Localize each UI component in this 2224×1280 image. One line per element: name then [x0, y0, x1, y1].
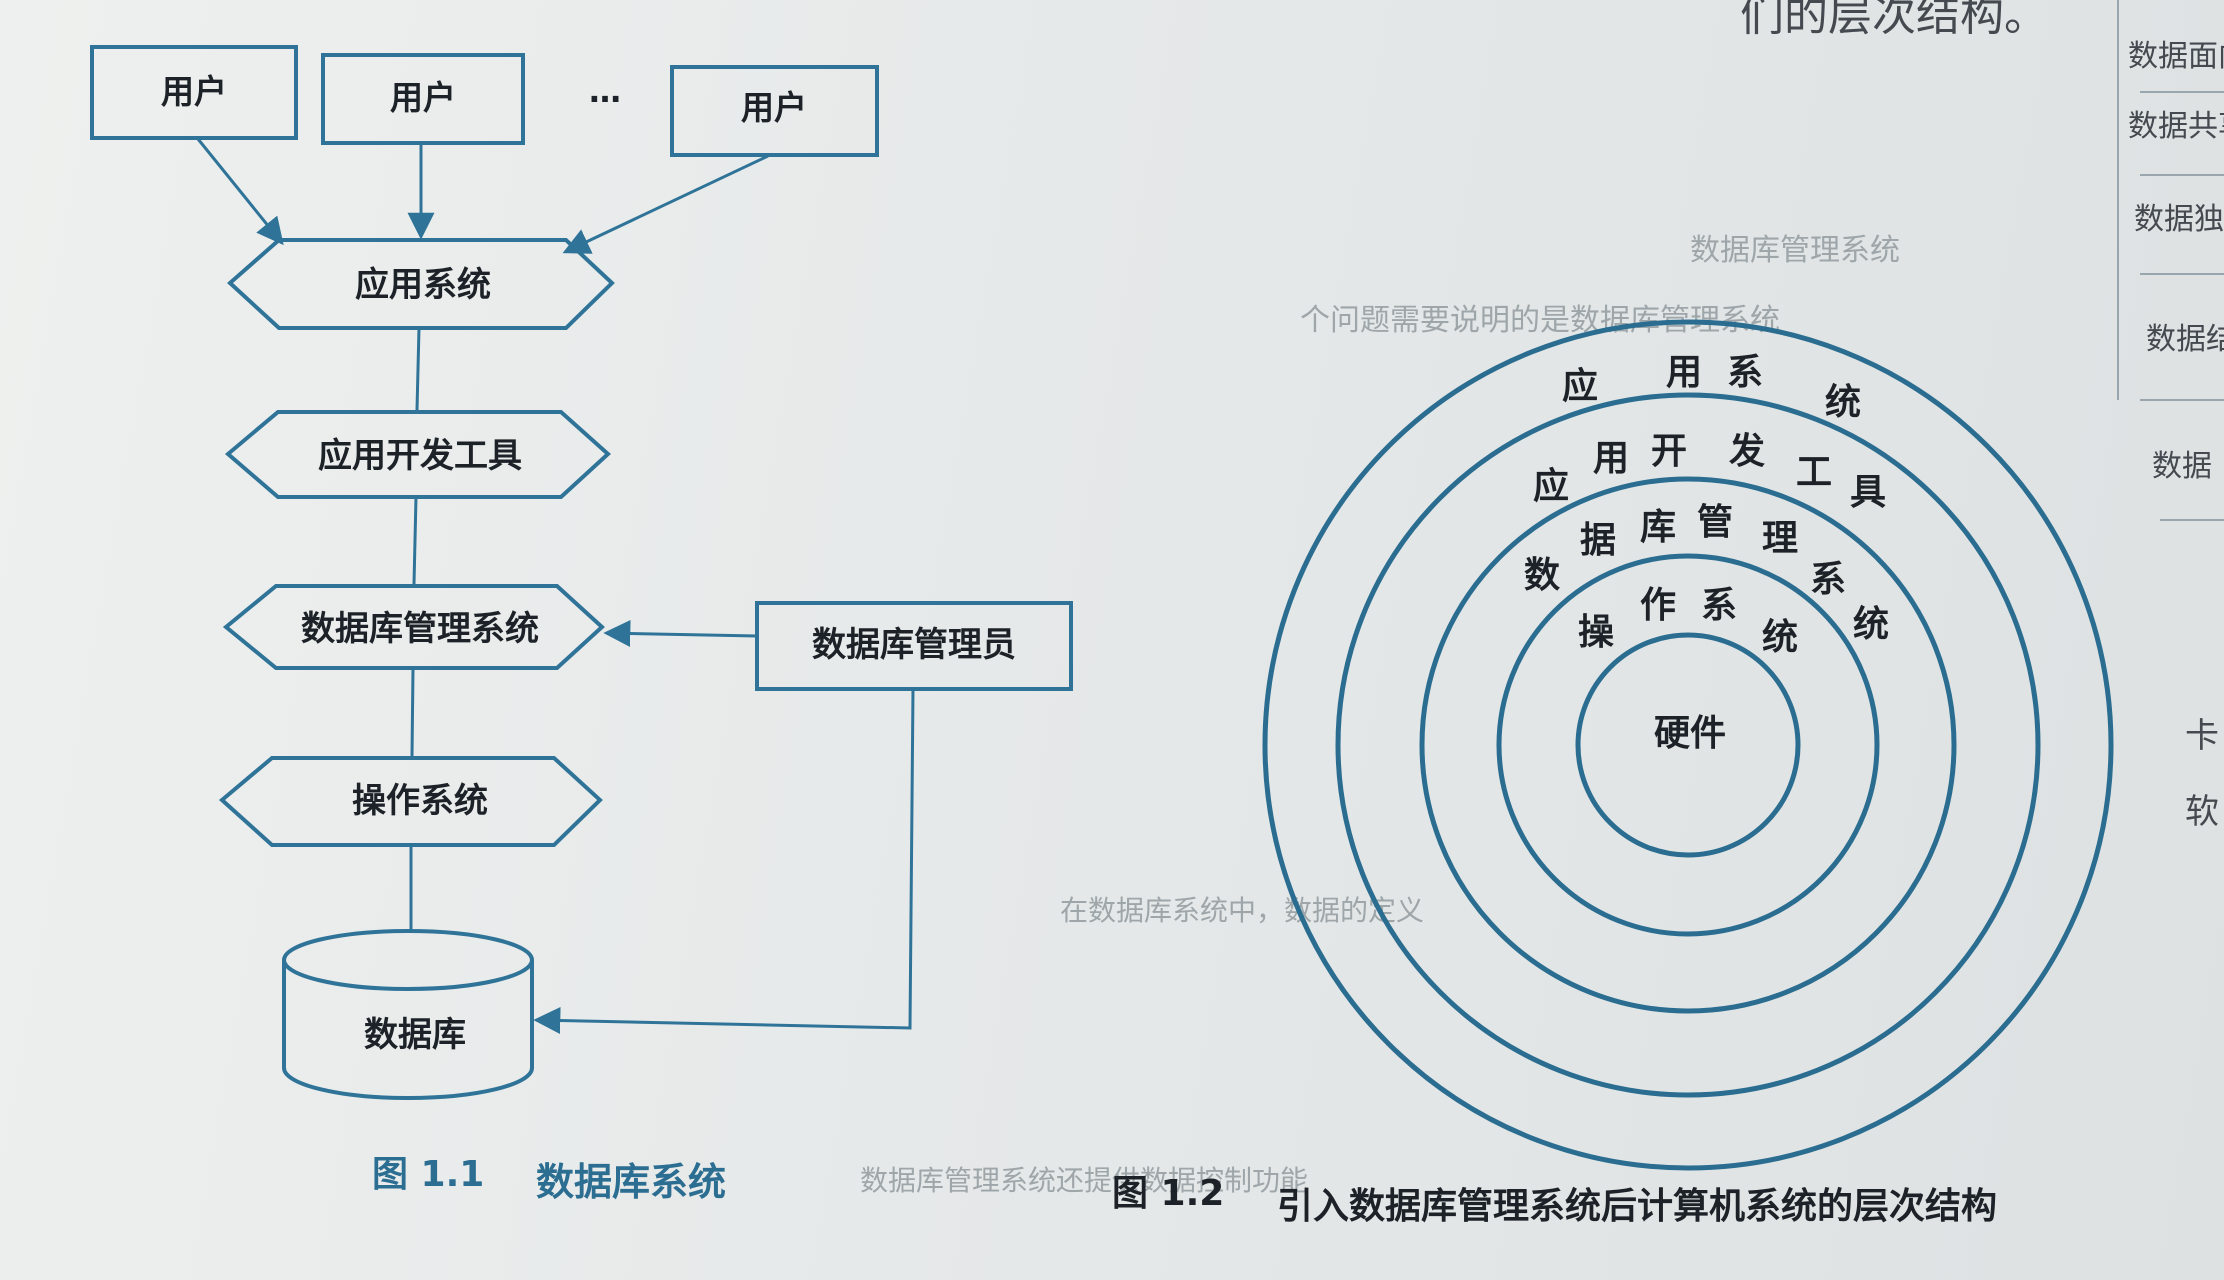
- dba-label: 数据库管理员: [812, 625, 1016, 665]
- figure-1-1: 用户 用户 … 用户 应用系统 应用: [90, 45, 1073, 1204]
- ring-dev-tools: [1335, 392, 2041, 1098]
- page-fragments: 们的层次结构。 数据面向 数据共享 数据独 数据结 数据 卡 软: [1740, 0, 2224, 832]
- user-ellipsis: …: [589, 72, 621, 110]
- connector-devtools-to-dbms: [412, 496, 418, 585]
- dev-tools-label: 应用开发工具: [318, 436, 522, 476]
- svg-text:数据库管理系统还提供数据控制功能: 数据库管理系统还提供数据控制功能: [860, 1164, 1308, 1197]
- side-table-lines: [2117, 0, 2224, 521]
- database-label: 数据库: [364, 1015, 466, 1055]
- user-label-1: 用户: [161, 72, 227, 111]
- side-item-2: 数据共享: [2128, 109, 2224, 144]
- svg-text:数据库管理系统: 数据库管理系统: [1690, 233, 1900, 268]
- side-item-5: 数据: [2152, 449, 2212, 484]
- app-system-label: 应用系统: [355, 265, 491, 305]
- side-char-2: 软: [2185, 792, 2219, 832]
- arrow-user1-to-app: [196, 138, 284, 246]
- fig2-caption-number: 图 1.2: [1112, 1173, 1224, 1214]
- user-box-2: 用户: [321, 53, 525, 145]
- dev-tools-node: 应用开发工具: [224, 410, 611, 499]
- user-box-3: 用户: [670, 65, 879, 157]
- dbms-label: 数据库管理系统: [301, 609, 539, 649]
- connector-dbms-to-os: [410, 667, 415, 757]
- side-item-4: 数据结: [2146, 322, 2224, 357]
- app-system-node: 应用系统: [227, 238, 615, 330]
- ring-app-system: [1262, 319, 2114, 1171]
- side-item-3: 数据独: [2134, 202, 2224, 237]
- side-item-1: 数据面向: [2128, 39, 2224, 74]
- dba-node: 数据库管理员: [755, 601, 1073, 691]
- arrow-dba-to-dbms: [603, 619, 758, 647]
- fig2-caption-text: 引入数据库管理系统后计算机系统的层次结构: [1277, 1186, 1997, 1227]
- figure-1-2: 应用系统 应用开发工具 数据库管理系统 操作系统 硬件 图 1.2 引入数据库管…: [1112, 319, 2114, 1227]
- ring1-label: 应用系统: [1562, 352, 1861, 423]
- fig1-caption-number: 图 1.1: [372, 1154, 484, 1195]
- core-label: 硬件: [1654, 713, 1726, 754]
- ring-os: [1496, 553, 1880, 937]
- ring-dbms: [1419, 476, 1957, 1014]
- os-label: 操作系统: [352, 781, 488, 821]
- fig1-caption-text: 数据库系统: [536, 1160, 726, 1204]
- connector-app-to-devtools: [415, 327, 421, 411]
- arrow-user3-to-app: [562, 154, 769, 254]
- os-node: 操作系统: [218, 756, 603, 847]
- svg-text:在数据库系统中，数据的定义: 在数据库系统中，数据的定义: [1060, 894, 1424, 927]
- side-char-1: 卡: [2185, 716, 2219, 756]
- database-node: 数据库: [282, 929, 534, 1100]
- user-label-2: 用户: [390, 78, 456, 117]
- arrow-dba-to-database: [533, 688, 915, 1035]
- ring-hardware: [1575, 632, 1801, 858]
- ring4-label: 操作系统: [1578, 585, 1798, 658]
- user-box-1: 用户: [90, 45, 298, 140]
- user-label-3: 用户: [741, 88, 807, 127]
- top-right-fragment: 们的层次结构。: [1740, 0, 2048, 41]
- dbms-node: 数据库管理系统: [222, 584, 605, 670]
